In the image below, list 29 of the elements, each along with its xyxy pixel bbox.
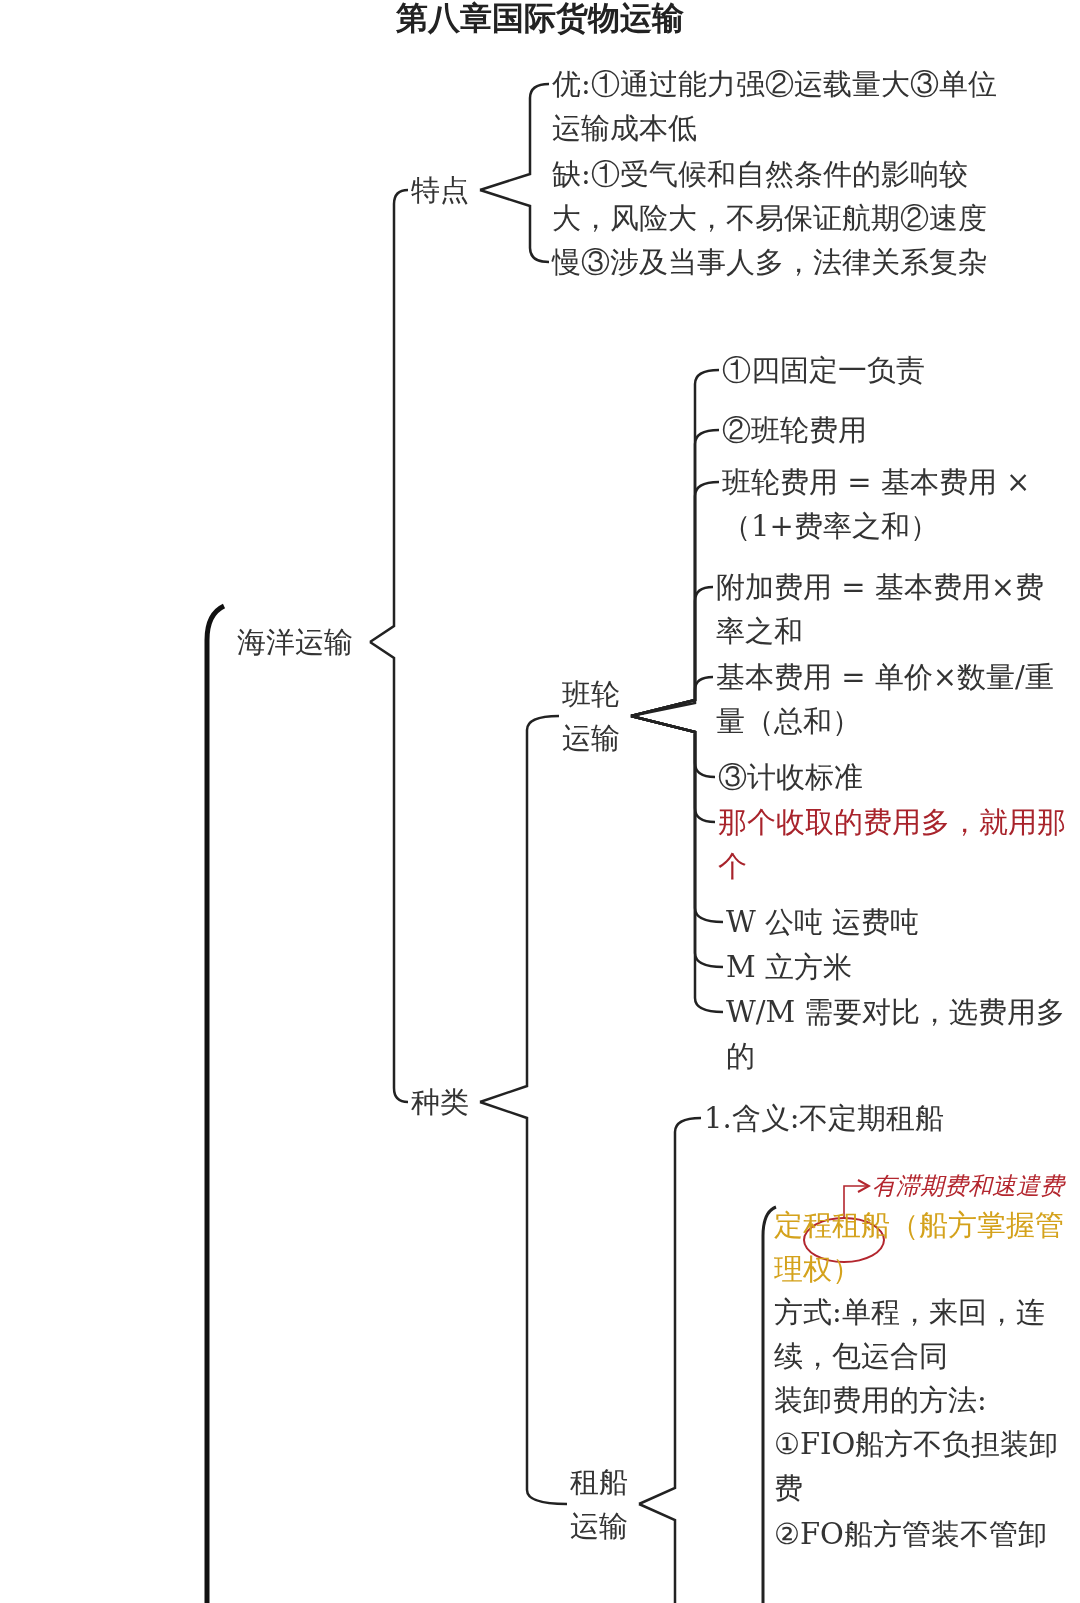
topic-text: 优:①通过能力强②运载量大③单位运输成本低 <box>552 66 998 147</box>
brace-line <box>479 1100 567 1506</box>
topic-text: 附加费用 = 基本费用×费率之和 <box>716 569 1046 650</box>
topic-text: W/M 需要对比，选费用多的 <box>726 994 1067 1075</box>
topic-text: 种类 <box>411 1084 470 1121</box>
topic-text: ①四固定一负责 <box>722 352 926 389</box>
topic-text: 特点 <box>411 172 470 209</box>
title: 第八章国际货物运输 <box>395 0 685 39</box>
topic-text: 缺:①受气候和自然条件的影响较大，风险大，不易保证航期②速度慢③涉及当事人多，法律关系复杂 <box>552 156 988 281</box>
topic-text: 班轮运输 <box>562 676 621 757</box>
topic-text: 基本费用 = 单价×数量/重量（总和） <box>716 659 1055 740</box>
topic-text: 方式:单程，来回，连续，包运合同 <box>774 1294 1046 1375</box>
topic-text: M 立方米 <box>726 949 853 986</box>
topic-text: 租船运输 <box>570 1464 629 1545</box>
topic-text: 海洋运输 <box>237 624 354 661</box>
brace-line <box>630 675 714 718</box>
topic-text: 1.含义:不定期租船 <box>704 1100 946 1137</box>
brace-line <box>479 714 560 1104</box>
topic-text: ②FO船方管装不管卸 <box>774 1516 1048 1553</box>
brace-line <box>638 1116 702 1506</box>
topic-text: W 公吨 运费吨 <box>726 904 921 941</box>
topic-text: 班轮费用 = 基本费用 ×（1+费率之和） <box>722 464 1032 545</box>
topic-text: 那个收取的费用多，就用那个 <box>718 804 1067 885</box>
topic-text: 有滞期费和速遣费 <box>872 1171 1067 1202</box>
topic-text: ③计收标准 <box>718 759 864 796</box>
topic-text: ①FIO船方不负担装卸费 <box>774 1426 1060 1507</box>
leader-line <box>843 1179 870 1218</box>
topic-text: 装卸费用的方法: <box>774 1382 988 1419</box>
topic-text: ②班轮费用 <box>722 412 868 449</box>
